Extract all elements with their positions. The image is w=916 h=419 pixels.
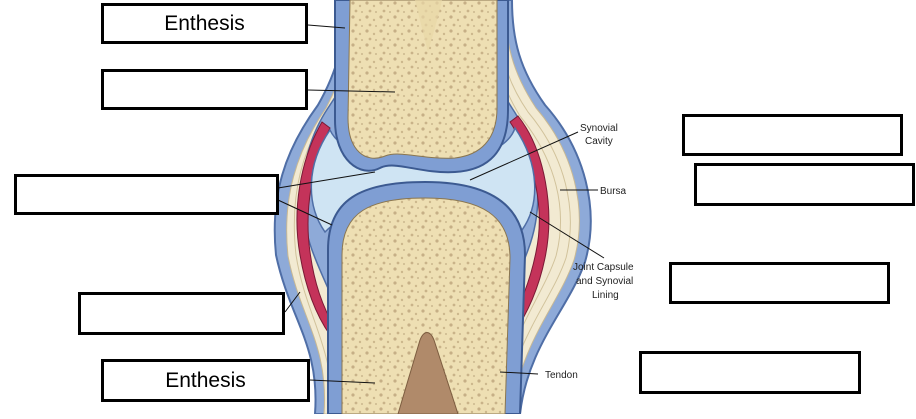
annotation-synovial-cavity-1: Synovial [580,123,618,134]
annotation-joint-capsule-2: and Synovial [576,276,633,287]
label-box-top-left[interactable]: Enthesis [101,3,308,44]
label-box-middle-right[interactable] [669,262,890,304]
label-box-text: Enthesis [164,12,245,36]
label-box-text: Enthesis [165,369,246,393]
label-box-upper-left[interactable] [101,69,308,110]
annotation-joint-capsule-3: Lining [592,290,619,301]
label-box-upper-right-1[interactable] [682,114,903,156]
annotation-bursa: Bursa [600,186,627,197]
label-box-bottom-left[interactable]: Enthesis [101,359,310,402]
label-box-bottom-right[interactable] [639,351,861,394]
label-box-middle-left[interactable] [14,174,279,215]
annotation-synovial-cavity-2: Cavity [585,136,613,147]
annotation-tendon: Tendon [545,370,578,381]
annotation-joint-capsule-1: Joint Capsule [573,262,634,273]
label-box-lower-left[interactable] [78,292,285,335]
label-box-upper-right-2[interactable] [694,163,915,206]
